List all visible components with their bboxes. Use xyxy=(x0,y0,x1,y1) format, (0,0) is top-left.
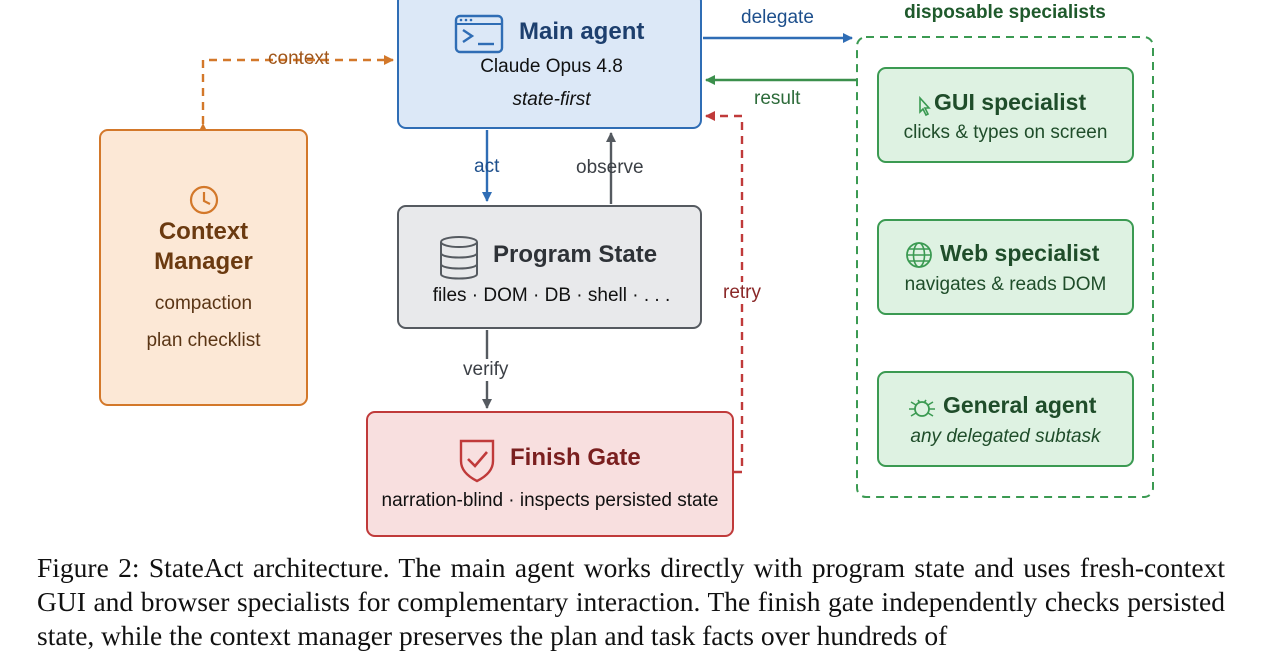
main-agent-model: Claude Opus 4.8 xyxy=(480,56,623,77)
program-state-title: Program State xyxy=(493,241,658,268)
web-specialist-desc: navigates & reads DOM xyxy=(904,274,1107,295)
verify-label: verify xyxy=(463,359,509,381)
gui-specialist-box: GUI specialist clicks & types on screen xyxy=(877,67,1134,163)
general-agent-box: General agent any delegated subtask xyxy=(877,371,1134,467)
figure-caption: Figure 2: StateAct architecture. The mai… xyxy=(37,552,1225,651)
main-agent-title: Main agent xyxy=(519,18,645,45)
globe-icon xyxy=(906,242,932,268)
context-manager-item-plan: plan checklist xyxy=(146,330,261,351)
specialists-group-border xyxy=(856,36,1154,498)
general-agent-title: General agent xyxy=(943,392,1097,418)
context-manager-title-line1: Context xyxy=(158,218,249,245)
general-agent-desc: any delegated subtask xyxy=(910,426,1101,447)
context-manager-item-compaction: compaction xyxy=(154,293,253,314)
specialists-group-label: disposable specialists xyxy=(904,2,1106,23)
finish-gate-subtitle: narration-blind · inspects persisted sta… xyxy=(381,490,719,511)
context-manager-box: Context Manager compaction plan checklis… xyxy=(99,129,308,406)
result-label: result xyxy=(754,88,801,109)
terminal-icon xyxy=(454,14,504,54)
gui-specialist-title: GUI specialist xyxy=(934,89,1087,115)
context-manager-title-line2: Manager xyxy=(154,248,253,275)
web-specialist-box: Web specialist navigates & reads DOM xyxy=(877,219,1134,315)
delegate-label: delegate xyxy=(741,7,814,28)
finish-gate-box: Finish Gate narration-blind · inspects p… xyxy=(366,411,734,537)
clock-icon xyxy=(189,185,219,215)
shield-check-icon xyxy=(459,439,495,483)
program-state-subtitle: files · DOM · DB · shell · . . . xyxy=(432,285,671,306)
main-agent-box: Main agent Claude Opus 4.8 state-first xyxy=(397,0,702,129)
observe-label: observe xyxy=(576,157,644,178)
context-edge xyxy=(198,55,394,133)
program-state-box: Program State files · DOM · DB · shell ·… xyxy=(397,205,702,329)
cursor-icon xyxy=(919,96,931,117)
database-icon xyxy=(440,236,478,280)
gui-specialist-desc: clicks & types on screen xyxy=(903,122,1108,143)
main-agent-mode: state-first xyxy=(512,89,591,110)
context-label: context xyxy=(268,48,330,69)
retry-label: retry xyxy=(723,282,761,304)
web-specialist-title: Web specialist xyxy=(940,240,1100,266)
act-label: act xyxy=(474,156,500,177)
bug-icon xyxy=(909,399,935,417)
finish-gate-title: Finish Gate xyxy=(510,444,641,471)
